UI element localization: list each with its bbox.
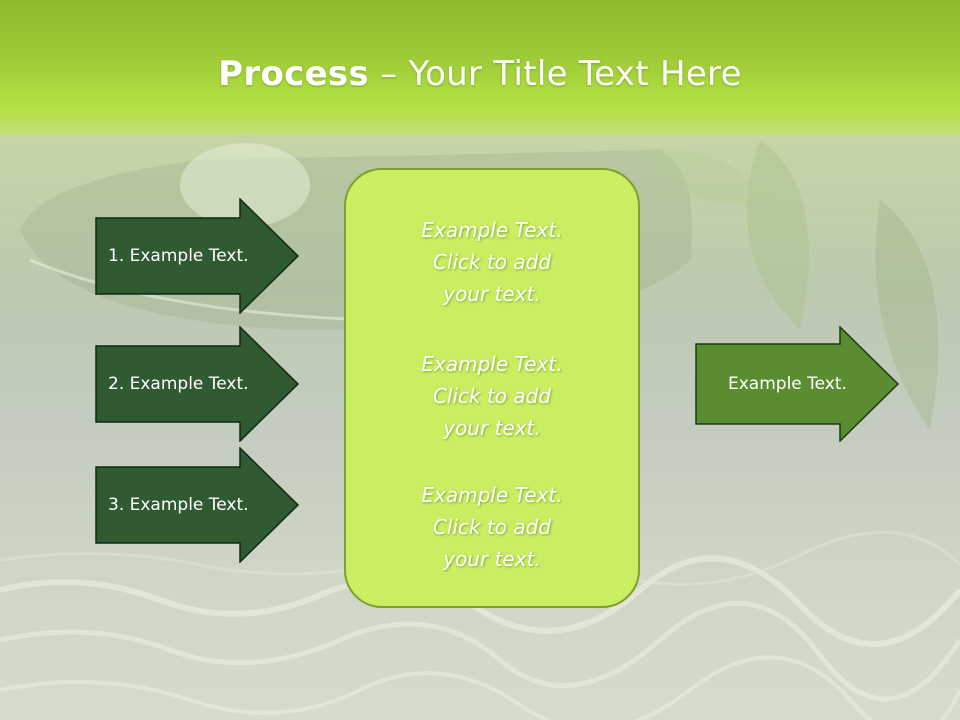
- leaf-shape: [640, 148, 770, 205]
- title-bold: Process: [218, 54, 370, 94]
- water-ripple: [0, 600, 960, 702]
- arrow-label: 3. Example Text.: [108, 495, 249, 515]
- center-paragraph-2: Example Text. Click to add your text.: [346, 348, 638, 444]
- para-line: Example Text.: [421, 218, 563, 242]
- title-rest: Your Title Text Here: [408, 54, 742, 94]
- para-line: Example Text.: [421, 352, 563, 376]
- center-paragraph-1: Example Text. Click to add your text.: [346, 214, 638, 310]
- para-line: your text.: [443, 547, 541, 571]
- arrow-shape: [95, 447, 300, 563]
- arrow-shape: [695, 326, 900, 442]
- para-line: your text.: [443, 416, 541, 440]
- center-text-box[interactable]: Example Text. Click to add your text. Ex…: [344, 168, 640, 608]
- arrow-shape: [95, 326, 300, 442]
- water-ripple: [0, 555, 960, 648]
- center-paragraph-3: Example Text. Click to add your text.: [346, 479, 638, 575]
- arrow-label: 1. Example Text.: [108, 246, 249, 266]
- title-band: [0, 0, 960, 135]
- title-separator: –: [369, 54, 409, 94]
- para-line: Click to add: [432, 384, 552, 408]
- arrow-shape: [95, 198, 300, 314]
- process-arrow-3[interactable]: 3. Example Text.: [95, 447, 300, 563]
- stone-shape: [180, 143, 310, 227]
- para-line: Example Text.: [421, 483, 563, 507]
- process-arrow-1[interactable]: 1. Example Text.: [95, 198, 300, 314]
- leaf-shape: [746, 140, 809, 330]
- para-line: Click to add: [432, 515, 552, 539]
- leaf-shape: [875, 200, 939, 430]
- para-line: your text.: [443, 282, 541, 306]
- water-ripple: [0, 655, 960, 720]
- arrow-label: 2. Example Text.: [108, 374, 249, 394]
- process-arrow-2[interactable]: 2. Example Text.: [95, 326, 300, 442]
- arrow-label: Example Text.: [728, 374, 847, 394]
- output-arrow[interactable]: Example Text.: [695, 326, 900, 442]
- para-line: Click to add: [432, 250, 552, 274]
- slide-title[interactable]: Process – Your Title Text Here: [0, 52, 960, 96]
